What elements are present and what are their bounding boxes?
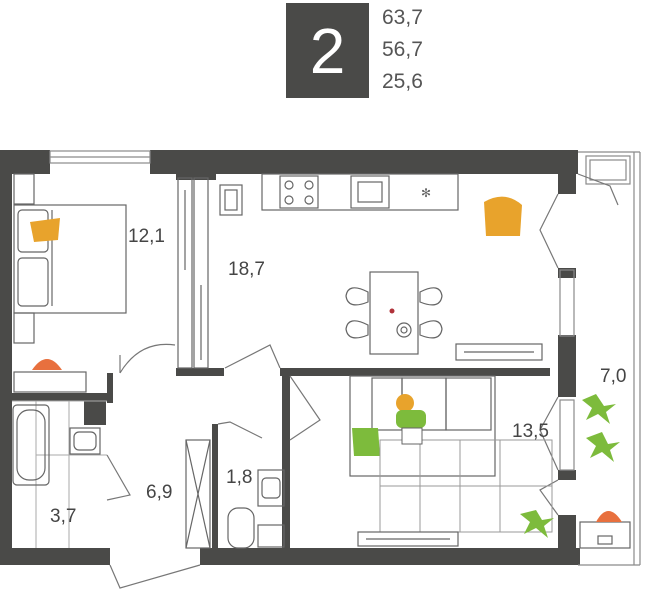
area-summary: 63,7 56,7 25,6 xyxy=(382,2,462,98)
room-area-kitchen-living: 18,7 xyxy=(228,259,265,280)
cushion-icon xyxy=(352,428,380,456)
toilet xyxy=(227,469,285,549)
wardrobe xyxy=(177,177,209,369)
room-area-bathroom: 3,7 xyxy=(50,506,76,527)
area-kitchen: 25,6 xyxy=(382,70,423,93)
chair-icon xyxy=(32,359,62,370)
room-area-balcony: 7,0 xyxy=(600,366,626,387)
tv-stand-kitchen xyxy=(455,343,543,361)
balcony-desk xyxy=(579,521,631,549)
windows-right xyxy=(559,269,575,471)
room-area-wc: 1,8 xyxy=(226,467,252,488)
hall-storage xyxy=(185,439,211,549)
room-area-hall: 6,9 xyxy=(146,482,172,503)
plant-dot-icon xyxy=(389,308,395,314)
sofa xyxy=(349,375,496,477)
tv-stand-living xyxy=(357,531,459,547)
sink-bathroom xyxy=(69,427,101,455)
armchair-icon xyxy=(484,196,522,236)
area-total: 63,7 xyxy=(382,6,423,29)
rug xyxy=(379,439,553,533)
person-icon xyxy=(396,394,426,445)
area-living: 56,7 xyxy=(382,38,423,61)
walls xyxy=(0,150,580,565)
dining-table xyxy=(345,271,443,355)
plant-icons xyxy=(520,394,620,538)
balcony-frame xyxy=(578,151,641,566)
balcony-chair-icon xyxy=(596,511,622,522)
window-bedroom xyxy=(49,150,151,164)
room-area-living: 13,5 xyxy=(512,421,549,442)
bathtub xyxy=(12,404,50,486)
pillow-icon xyxy=(30,218,60,242)
bedroom-desk xyxy=(13,371,87,393)
bed xyxy=(13,173,127,344)
kitchen-counter xyxy=(219,173,459,216)
fridge-icon: ✻ xyxy=(421,186,431,200)
room-count: 2 xyxy=(309,14,346,87)
divider-lines xyxy=(12,400,107,548)
room-area-bedroom: 12,1 xyxy=(128,226,165,247)
room-count-badge: 2 xyxy=(286,3,369,98)
